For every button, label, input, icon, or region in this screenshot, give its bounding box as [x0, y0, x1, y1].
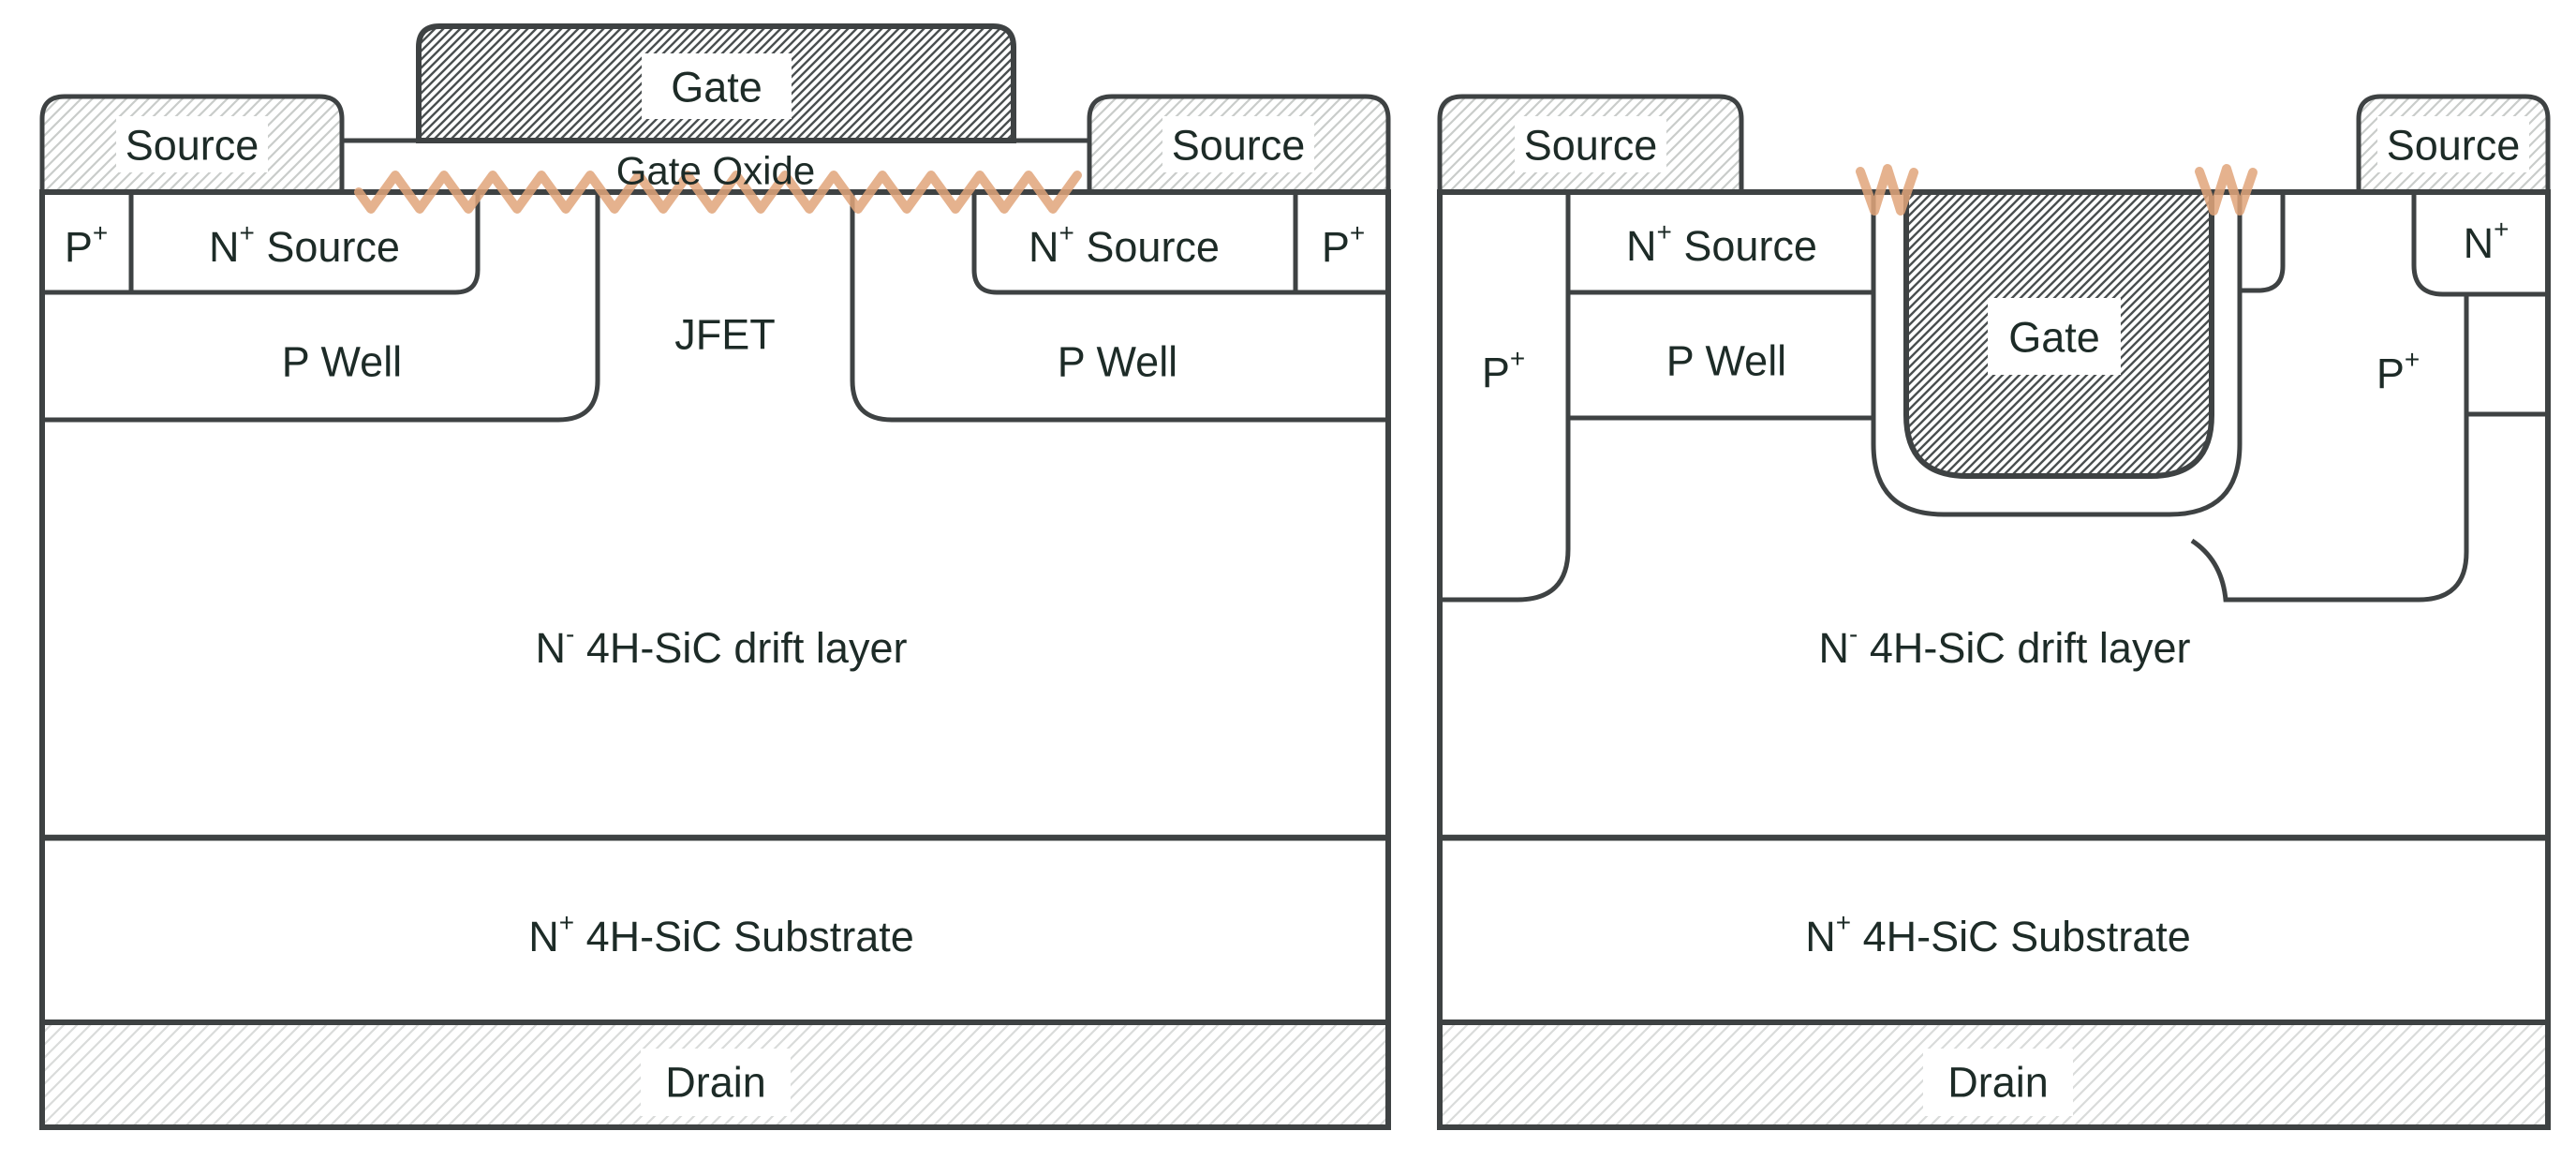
planar-pwell-left-label: P Well: [282, 338, 402, 386]
trench-nsource-label: N+ Source: [1626, 217, 1817, 270]
trench-gate-label: Gate: [2008, 314, 2100, 362]
planar-nsource-left-boundary: [42, 192, 481, 295]
planar-drain-label: Drain: [665, 1059, 766, 1107]
planar-jfet-label: JFET: [674, 311, 776, 359]
trench-pplus-left-boundary: [1440, 192, 1571, 603]
trench-drain-label-bg: [1923, 1049, 2073, 1116]
planar-gate-oxide-region: [339, 138, 1092, 195]
planar-pwell-right-boundary: [850, 192, 1388, 423]
trench-source-right-label-bg: [2377, 116, 2529, 172]
planar-source-left-label-bg: [116, 116, 268, 172]
trench-source-left-label: Source: [1524, 122, 1658, 170]
planar-source-right-label: Source: [1172, 122, 1306, 170]
trench-drift-layer-label: N- 4H-SiC drift layer: [1819, 619, 2191, 672]
trench-nplus-strip-boundary: [2240, 192, 2286, 293]
planar-gate-label-bg: [642, 53, 792, 119]
trench-nplus-right-boundary: [2411, 192, 2548, 297]
planar-pwell-left-boundary: [42, 192, 600, 423]
planar-body-outline: [39, 189, 1391, 1130]
trench-source-right-label: Source: [2387, 122, 2521, 170]
planar-source-left-label: Source: [126, 122, 259, 170]
trench-corner-squiggle-left: [1856, 164, 1918, 216]
trench-mosfet-panel: Source Source N+ Source P Well P+ Gate P…: [1437, 94, 2551, 1130]
planar-nsource-left-label: N+ Source: [209, 218, 400, 271]
trench-corner-squiggle-right: [2195, 164, 2258, 216]
trench-gate-oxide-liner: [1871, 192, 2243, 517]
planar-mosfet-panel: Source Source Gate Gate Oxide P+ N+ Sour…: [39, 23, 1391, 1130]
planar-gate-label: Gate: [671, 64, 762, 112]
trench-pplus-right-label: P+: [2376, 345, 2420, 397]
planar-nsource-right-label: N+ Source: [1029, 218, 1220, 271]
planar-pplus-left-label: P+: [65, 218, 108, 271]
planar-gate-oxide-label: Gate Oxide: [616, 149, 815, 193]
trench-drain-label: Drain: [1947, 1059, 2049, 1107]
trench-nplus-right-label: N+: [2464, 215, 2509, 267]
trench-pwell-label: P Well: [1666, 337, 1786, 385]
planar-interface-zigzag-marker: [354, 171, 1082, 214]
trench-gate-label-bg: [1988, 298, 2121, 375]
planar-pwell-right-label: P Well: [1058, 338, 1177, 386]
planar-pplus-right-label: P+: [1322, 218, 1365, 271]
trench-pplus-left-label: P+: [1482, 344, 1525, 396]
planar-substrate-label: N+ 4H-SiC Substrate: [528, 908, 914, 960]
trench-source-left-label-bg: [1515, 116, 1666, 172]
trench-pplus-right-boundary: [2190, 294, 2469, 603]
planar-drain-label-bg: [641, 1049, 791, 1116]
trench-substrate-label: N+ 4H-SiC Substrate: [1805, 908, 2191, 960]
planar-drift-layer-label: N- 4H-SiC drift layer: [536, 619, 908, 672]
planar-source-right-label-bg: [1162, 116, 1314, 172]
planar-nsource-right-boundary: [971, 192, 1388, 295]
